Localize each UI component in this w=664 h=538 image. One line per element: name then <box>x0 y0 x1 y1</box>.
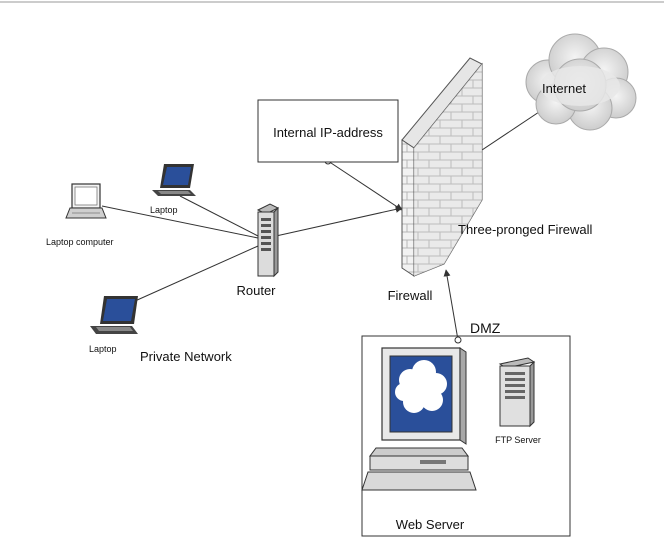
line-laptop-bottom-router <box>134 245 259 302</box>
laptop-bottom-icon <box>90 296 138 334</box>
line-laptop-top-router <box>179 195 259 237</box>
firewall-icon <box>401 57 483 277</box>
dmz-label: DMZ <box>470 320 501 336</box>
laptop-computer-icon <box>65 183 107 219</box>
laptop-computer-label: Laptop computer <box>46 237 114 247</box>
private-network-label: Private Network <box>140 349 232 364</box>
laptop-top-icon <box>152 164 196 196</box>
line-internal-ip-firewall <box>327 160 403 211</box>
line-dmz-firewall <box>443 269 459 341</box>
line-laptop-computer-router <box>101 205 259 239</box>
web-server-label: Web Server <box>396 517 465 532</box>
laptop-bottom-label: Laptop <box>89 344 117 354</box>
router-label: Router <box>236 283 276 298</box>
dmz-connector <box>454 336 462 344</box>
laptop-top-label: Laptop <box>150 205 178 215</box>
internet-label: Internet <box>542 81 586 96</box>
internet-cloud-icon <box>525 33 637 131</box>
firewall-label: Firewall <box>388 288 433 303</box>
ftp-server-icon <box>498 357 536 428</box>
dmz-box <box>361 335 571 537</box>
three-pronged-label: Three-pronged Firewall <box>458 222 593 237</box>
router-icon <box>256 203 280 278</box>
line-router-firewall <box>275 205 403 237</box>
internal-ip-box <box>257 99 399 163</box>
ftp-server-label: FTP Server <box>495 435 541 445</box>
web-server-icon <box>361 347 477 491</box>
internal-ip-label: Internal IP-address <box>273 125 383 140</box>
